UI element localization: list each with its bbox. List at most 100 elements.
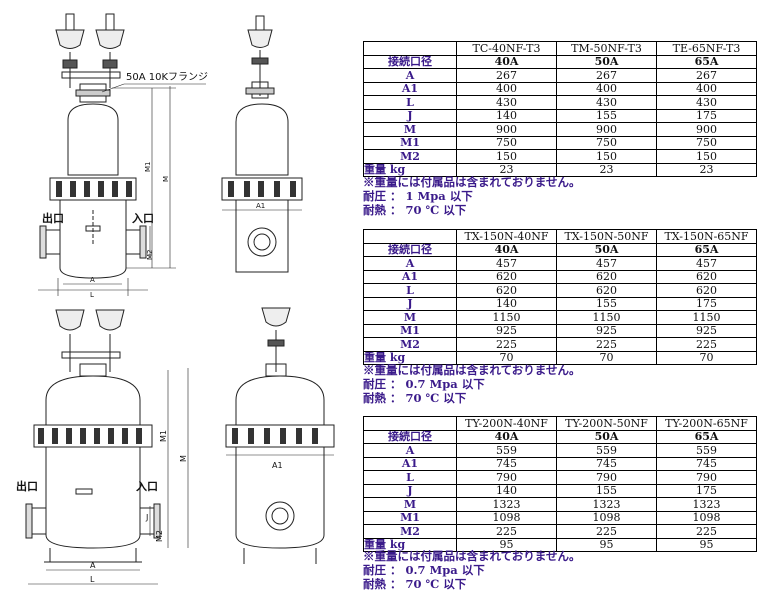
cell: 65A <box>656 242 757 257</box>
cell: 225 <box>456 524 557 539</box>
cell: 140 <box>456 108 557 123</box>
cell: 925 <box>456 323 557 338</box>
header-cell <box>363 41 457 56</box>
outlet-label-bottom: 出口 <box>16 479 38 493</box>
row-label: A1 <box>363 456 457 471</box>
cell: 225 <box>556 524 657 539</box>
header-cell: TY-200N-50NF <box>556 416 657 431</box>
cell: 750 <box>456 135 557 150</box>
note-weight: ※重量には付属品は含まれておりません。 <box>363 175 581 189</box>
cell: 559 <box>656 443 757 458</box>
cell: 457 <box>456 256 557 271</box>
cell: 1098 <box>556 510 657 525</box>
cell: 267 <box>456 68 557 83</box>
cell: 65A <box>656 54 757 69</box>
note-pressure: 耐圧 ： 0.7 Mpa 以下 <box>363 377 485 391</box>
cell: 430 <box>656 95 757 110</box>
cell: 400 <box>556 81 657 96</box>
row-label: A <box>363 443 457 458</box>
row-label: L <box>363 95 457 110</box>
cell: 620 <box>656 283 757 298</box>
dim-a1-bottom: A1 <box>272 461 283 470</box>
row-label: J <box>363 296 457 311</box>
cell: 23 <box>556 162 657 177</box>
note-pressure: 耐圧 ： 1 Mpa 以下 <box>363 189 473 203</box>
row-label: A <box>363 256 457 271</box>
cell: 150 <box>656 149 757 164</box>
cell: 620 <box>456 283 557 298</box>
cell: 267 <box>656 68 757 83</box>
note-heat: 耐熱 ： 70 ℃ 以下 <box>363 203 467 217</box>
cell: 70 <box>456 350 557 365</box>
cell: 140 <box>456 483 557 498</box>
cell: 1150 <box>456 310 557 325</box>
cell: 23 <box>656 162 757 177</box>
cell: 745 <box>656 456 757 471</box>
top-side-view <box>221 15 303 273</box>
dim-a1-top: A1 <box>256 202 265 210</box>
cell: 457 <box>556 256 657 271</box>
cell: 1098 <box>456 510 557 525</box>
bottom-side-view <box>225 307 335 564</box>
cell: 225 <box>456 337 557 352</box>
dim-m1-bottom: M1 <box>159 430 168 442</box>
row-label: L <box>363 470 457 485</box>
row-label: 接続口径 <box>363 242 457 257</box>
row-label: A <box>363 68 457 83</box>
dim-a-top: A <box>90 276 95 284</box>
cell: 620 <box>556 283 657 298</box>
row-label: L <box>363 283 457 298</box>
cell: 900 <box>556 122 657 137</box>
top-front-view <box>38 13 206 296</box>
cell: 175 <box>656 108 757 123</box>
row-label: M2 <box>363 524 457 539</box>
cell: 559 <box>456 443 557 458</box>
dim-m1-top: M1 <box>144 162 152 173</box>
cell: 745 <box>556 456 657 471</box>
cell: 40A <box>456 429 557 444</box>
cell: 40A <box>456 54 557 69</box>
row-label: 重量 kg <box>363 537 457 552</box>
cell: 225 <box>556 337 657 352</box>
row-label: 接続口径 <box>363 429 457 444</box>
cell: 620 <box>456 269 557 284</box>
dim-l-top: L <box>90 291 94 299</box>
row-label: A1 <box>363 269 457 284</box>
cell: 267 <box>556 68 657 83</box>
note-heat: 耐熱 ： 70 ℃ 以下 <box>363 391 467 405</box>
cell: 620 <box>656 269 757 284</box>
header-cell: TX-150N-50NF <box>556 229 657 244</box>
cell: 430 <box>556 95 657 110</box>
dim-m2-top: M2 <box>146 250 154 261</box>
header-cell: TC-40NF-T3 <box>456 41 557 56</box>
cell: 457 <box>656 256 757 271</box>
bottom-front-view <box>25 309 189 585</box>
header-cell <box>363 229 457 244</box>
note-weight: ※重量には付属品は含まれておりません。 <box>363 363 581 377</box>
cell: 40A <box>456 242 557 257</box>
